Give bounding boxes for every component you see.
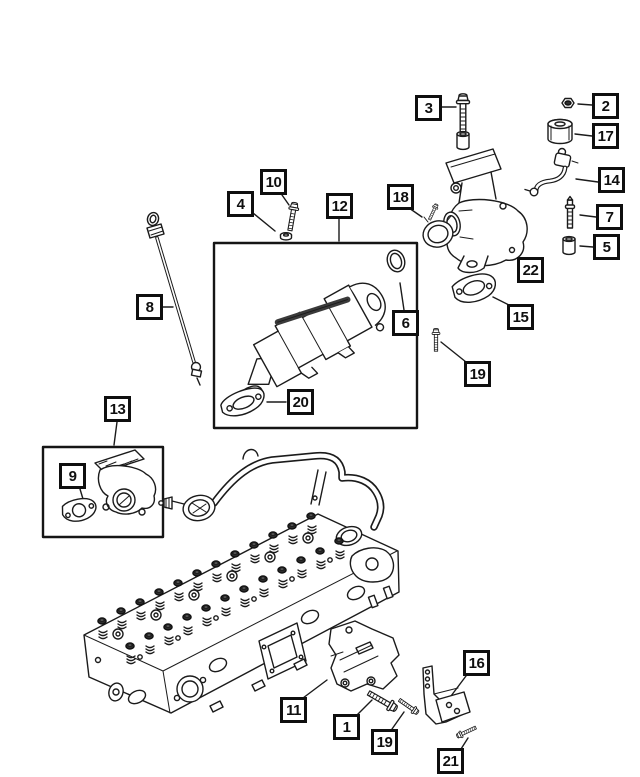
callout-5[interactable]: 5 (593, 234, 620, 260)
callout-22[interactable]: 22 (517, 257, 544, 283)
valve-gear (97, 512, 345, 665)
callout-21[interactable]: 21 (437, 748, 464, 774)
part-exhaust-elbow (443, 148, 528, 274)
part-o-ring (386, 249, 406, 273)
part-filler-cap (158, 494, 216, 522)
callout-19-mid[interactable]: 19 (464, 361, 491, 387)
callout-6[interactable]: 6 (392, 310, 419, 336)
callout-12[interactable]: 12 (326, 193, 353, 219)
callout-11[interactable]: 11 (280, 697, 307, 723)
part-stud-7 (564, 195, 576, 229)
part-screw-21 (455, 723, 478, 740)
callout-18[interactable]: 18 (387, 184, 414, 210)
callout-7[interactable]: 7 (596, 204, 623, 230)
part-gasket-20 (220, 387, 265, 417)
callout-14[interactable]: 14 (598, 167, 625, 193)
callout-9[interactable]: 9 (59, 463, 86, 489)
part-cylinder-head (83, 512, 400, 714)
group-box-egr-valve (41, 445, 165, 539)
callout-2[interactable]: 2 (592, 93, 619, 119)
part-sleeve-5 (562, 235, 576, 256)
leader-lines (79, 103, 599, 750)
callout-4[interactable]: 4 (227, 191, 254, 217)
part-bolt-19-bottom (396, 696, 421, 717)
part-bolt-10 (284, 201, 301, 232)
part-nut-4 (279, 231, 293, 241)
part-support-bracket (328, 620, 400, 692)
part-bolt-19-mid (431, 328, 441, 352)
callout-17[interactable]: 17 (592, 123, 619, 149)
part-bolt-3 (455, 93, 471, 151)
part-tube-14 (524, 147, 579, 197)
callout-20[interactable]: 20 (287, 389, 314, 415)
callout-1[interactable]: 1 (333, 714, 360, 740)
callout-19-bottom[interactable]: 19 (371, 729, 398, 755)
part-nut-2 (561, 97, 575, 109)
part-isolator-17 (547, 118, 573, 145)
part-bracket-16 (422, 665, 471, 725)
part-v-band-clamp (422, 202, 454, 248)
callout-16[interactable]: 16 (463, 650, 490, 676)
callout-10[interactable]: 10 (260, 169, 287, 195)
callout-3[interactable]: 3 (415, 95, 442, 121)
part-gasket-9 (61, 497, 97, 522)
part-egr-valve (94, 449, 157, 516)
part-coolant-tube (210, 448, 385, 531)
callout-8[interactable]: 8 (136, 294, 163, 320)
callout-15[interactable]: 15 (507, 304, 534, 330)
callout-13[interactable]: 13 (104, 396, 131, 422)
part-dipstick (146, 211, 203, 386)
part-gasket-15 (451, 273, 497, 303)
